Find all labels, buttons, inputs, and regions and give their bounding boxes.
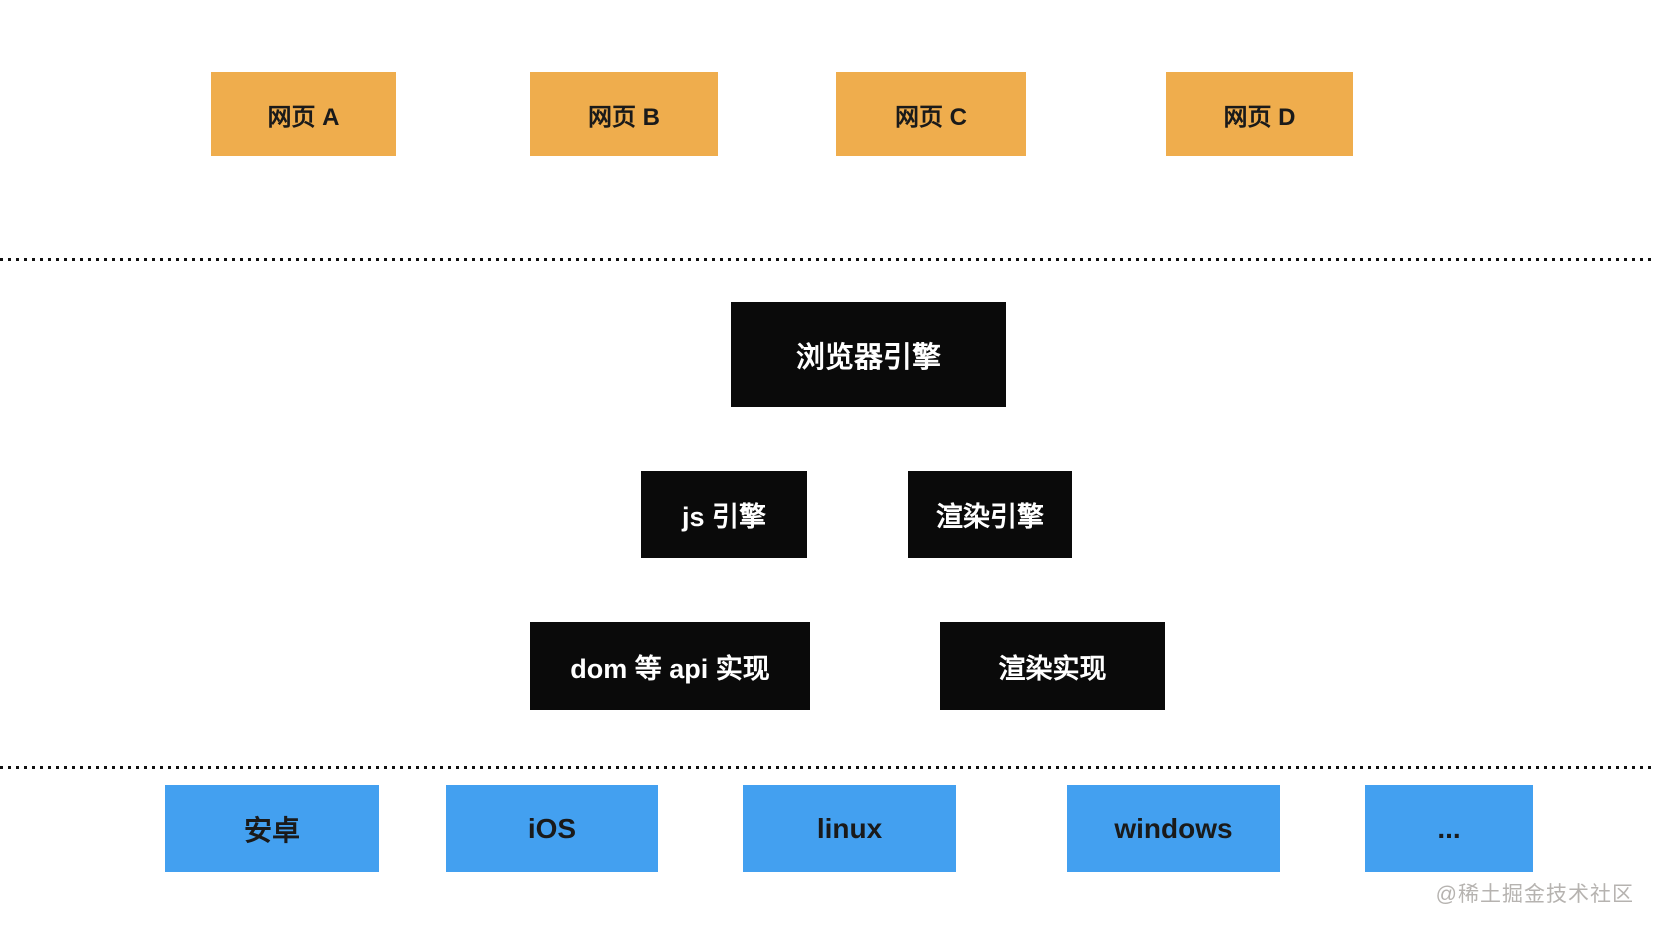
platform-ios-box: iOS: [446, 785, 658, 872]
platform-more-box: ...: [1365, 785, 1533, 872]
separator-bottom-dotted-line: [0, 766, 1656, 769]
render-impl-box: 渲染实现: [940, 622, 1165, 710]
render-engine-box: 渲染引擎: [908, 471, 1072, 558]
platform-android-box: 安卓: [165, 785, 379, 872]
webpage-a-box: 网页 A: [211, 72, 396, 156]
separator-top-dotted-line: [0, 258, 1656, 261]
webpage-c-box: 网页 C: [836, 72, 1026, 156]
platform-linux-box: linux: [743, 785, 956, 872]
webpage-d-box: 网页 D: [1166, 72, 1353, 156]
watermark-juejin-community: @稀土掘金技术社区: [1435, 883, 1634, 906]
platform-windows-box: windows: [1067, 785, 1280, 872]
js-engine-box: js 引擎: [641, 471, 807, 558]
browser-engine-box: 浏览器引擎: [731, 302, 1006, 407]
webpage-b-box: 网页 B: [530, 72, 718, 156]
dom-api-impl-box: dom 等 api 实现: [530, 622, 810, 710]
